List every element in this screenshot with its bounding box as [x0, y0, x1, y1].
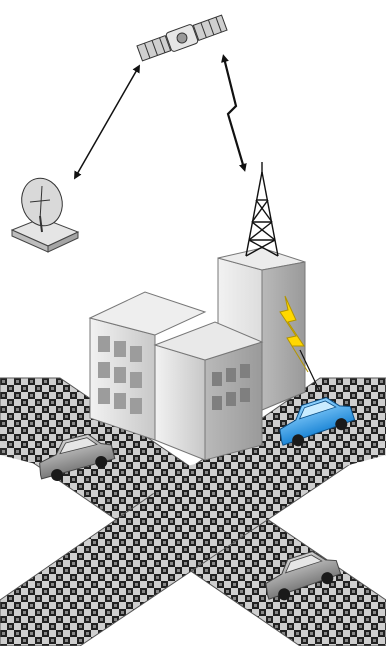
- link-satellite-tower: [224, 58, 244, 168]
- radio-tower-icon: [246, 162, 278, 256]
- satellite-dish-icon: [12, 174, 78, 252]
- link-dish-satellite: [76, 68, 138, 176]
- building-windows-left: [98, 336, 142, 414]
- satellite-icon: [136, 13, 227, 63]
